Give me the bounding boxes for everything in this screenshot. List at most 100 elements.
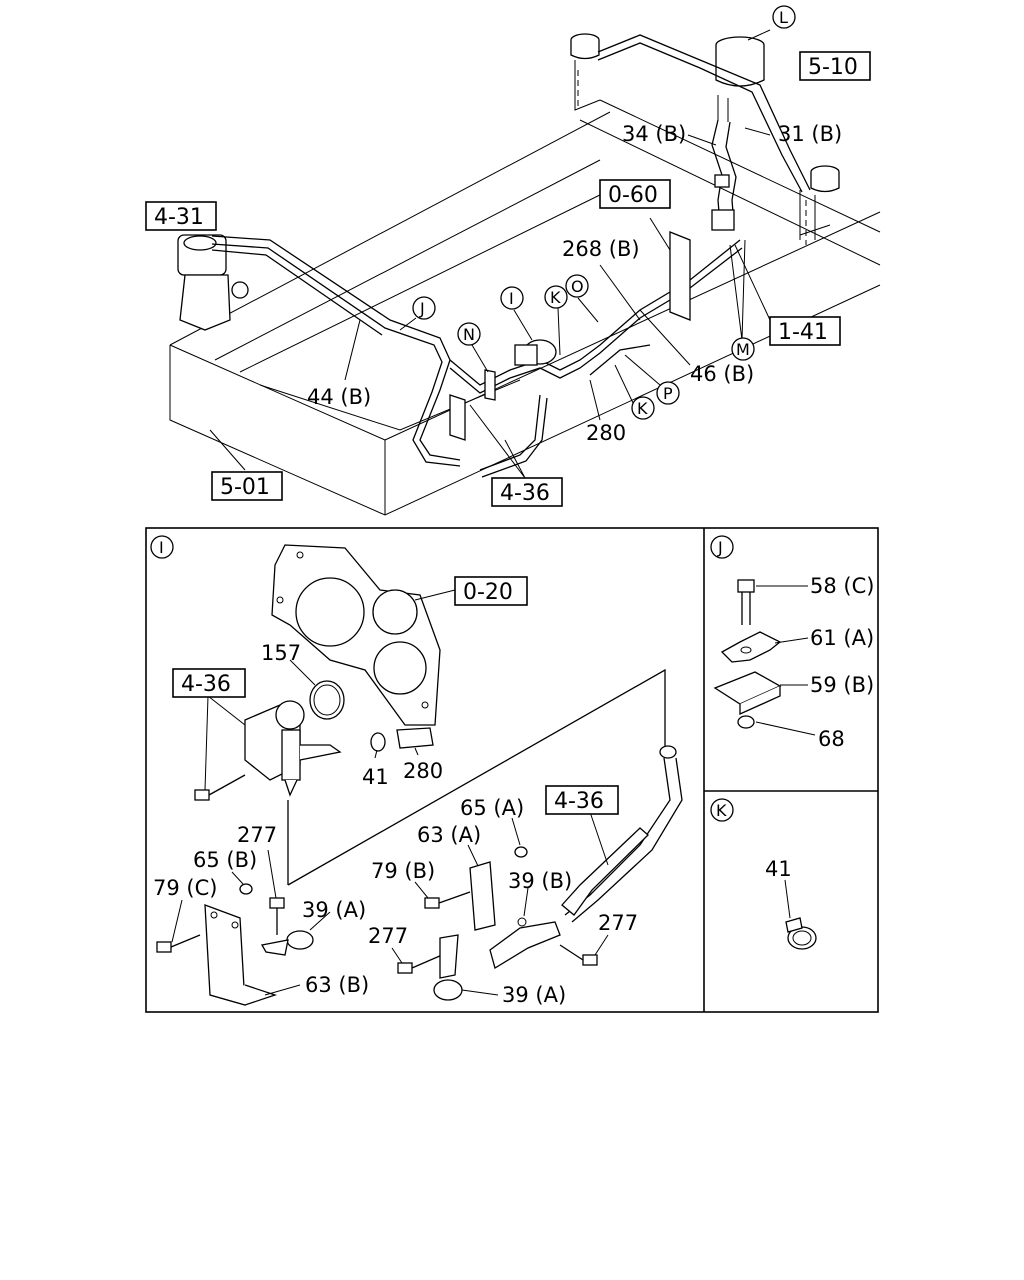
ref-0-20: 0-20 <box>463 580 513 605</box>
label-41-i: 41 <box>362 765 389 789</box>
ref-box-4-36-hose[interactable] <box>545 785 619 815</box>
label-59b: 59 (B) <box>810 673 874 697</box>
label-61a: 61 (A) <box>810 626 874 650</box>
svg-text:K: K <box>550 288 561 307</box>
ref-4-36-i: 4-36 <box>181 672 231 697</box>
bolt-58c <box>737 579 755 625</box>
power-steering-pump <box>244 700 342 797</box>
nut-65b <box>239 883 253 895</box>
ref-4-36-top: 4-36 <box>500 481 550 506</box>
callout-I: I <box>500 286 524 310</box>
pump-housing-left <box>177 234 249 331</box>
label-277-b: 277 <box>368 924 408 948</box>
svg-text:M: M <box>736 340 750 359</box>
nut-68 <box>737 715 755 729</box>
ref-box-4-36-i[interactable] <box>172 668 246 698</box>
long-hose <box>287 668 683 923</box>
ref-box-5-01[interactable] <box>211 471 283 501</box>
callout-J: J <box>412 296 436 320</box>
label-65b: 65 (B) <box>193 848 257 872</box>
svg-text:I: I <box>159 538 164 557</box>
label-34b: 34 (B) <box>622 122 686 146</box>
svg-text:L: L <box>779 8 788 27</box>
label-68: 68 <box>818 727 845 751</box>
hose-280 <box>396 727 434 749</box>
bolt-79b <box>424 891 471 909</box>
ring-41 <box>370 732 386 752</box>
svg-text:J: J <box>419 299 425 318</box>
pump-bolt <box>194 774 246 801</box>
bracket-63b <box>204 904 278 1006</box>
label-44b: 44 (B) <box>307 385 371 409</box>
panel-J: J <box>710 535 816 736</box>
label-39a-1: 39 (A) <box>302 898 366 922</box>
callout-N: N <box>457 322 481 346</box>
svg-text:P: P <box>663 384 673 403</box>
pump-on-frame <box>514 339 557 366</box>
label-79b: 79 (B) <box>371 859 435 883</box>
svg-text:K: K <box>716 801 727 820</box>
detail-panels <box>145 527 879 1013</box>
label-277-a: 277 <box>237 823 277 847</box>
label-280-i: 280 <box>403 759 443 783</box>
top-assembly-view <box>169 29 881 516</box>
callout-K-1: K <box>544 285 568 309</box>
label-46b: 46 (B) <box>690 362 754 386</box>
o-ring-157 <box>309 680 345 720</box>
label-280-top: 280 <box>586 421 626 445</box>
clip-61a <box>720 631 782 663</box>
callout-O: O <box>565 274 589 298</box>
ref-1-41: 1-41 <box>778 320 828 345</box>
svg-text:N: N <box>463 325 475 344</box>
oil-reservoir <box>715 36 765 122</box>
callout-K-2: K <box>631 396 655 420</box>
panel-I: I <box>150 535 683 1006</box>
hose-clamp-41 <box>785 917 817 950</box>
label-268b: 268 (B) <box>562 237 640 261</box>
label-39b: 39 (B) <box>508 869 572 893</box>
svg-text:O: O <box>571 277 584 296</box>
label-31b: 31 (B) <box>778 122 842 146</box>
fitting-39b <box>489 917 561 970</box>
ref-5-10: 5-10 <box>808 55 858 80</box>
svg-text:I: I <box>509 289 514 308</box>
svg-text:J: J <box>717 538 723 557</box>
ref-box-1-41[interactable] <box>769 316 841 346</box>
bolt-277-a <box>269 897 285 935</box>
ref-box-0-60[interactable] <box>599 179 671 209</box>
section-J-marker: J <box>710 535 734 559</box>
clamp-blocks <box>669 174 735 321</box>
label-58c: 58 (C) <box>810 574 874 598</box>
label-63a: 63 (A) <box>417 823 481 847</box>
section-I-marker: I <box>150 535 174 559</box>
label-65a: 65 (A) <box>460 796 524 820</box>
panel-K: K <box>710 798 817 950</box>
bolt-79c <box>156 934 201 953</box>
bolt-277-c <box>559 944 598 966</box>
callout-P: P <box>656 381 680 405</box>
ref-box-4-36-top[interactable] <box>491 477 563 507</box>
label-277-c: 277 <box>598 911 638 935</box>
ref-box-4-31[interactable] <box>145 201 217 231</box>
label-157: 157 <box>261 641 301 665</box>
callout-M: M <box>731 337 755 361</box>
gear-case-plate <box>271 544 441 726</box>
bolt-277-b <box>397 954 443 974</box>
svg-text:K: K <box>637 399 648 418</box>
ref-4-31: 4-31 <box>154 205 204 230</box>
ref-5-01: 5-01 <box>220 475 270 500</box>
label-41-k: 41 <box>765 857 792 881</box>
ref-0-60: 0-60 <box>608 183 658 208</box>
section-K-marker: K <box>710 798 734 822</box>
label-39a-2: 39 (A) <box>502 983 566 1007</box>
ref-box-5-10[interactable] <box>799 51 871 81</box>
callout-L: L <box>772 5 796 29</box>
clamp-39a-2 <box>433 934 463 1001</box>
label-63b: 63 (B) <box>305 973 369 997</box>
ref-box-0-20[interactable] <box>454 576 528 606</box>
clamp-39a-1 <box>260 930 314 956</box>
label-79c: 79 (C) <box>153 876 217 900</box>
brackets-top <box>449 369 496 441</box>
bracket-59b <box>713 671 782 716</box>
